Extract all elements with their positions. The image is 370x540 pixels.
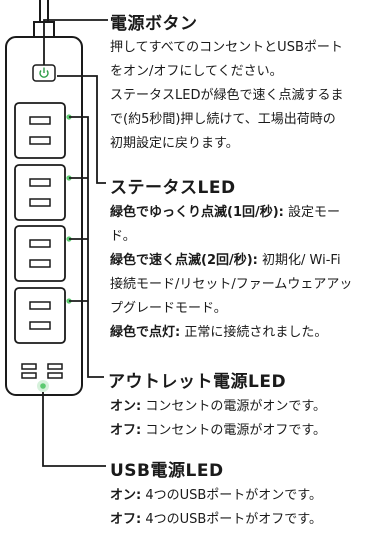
outlet-led-on-text: コンセントの電源がオンです。 <box>141 399 327 414</box>
status-led-callout-line <box>57 75 106 184</box>
outlet-led-off-text: コンセントの電源がオフです。 <box>141 423 327 438</box>
usb-led-on-line: オン: 4つのUSBポートがオンです。 <box>110 486 322 505</box>
usb-led-on-text: 4つのUSBポートがオンです。 <box>141 488 322 503</box>
usb-ports <box>21 363 63 379</box>
power-button-callout-line <box>43 19 108 65</box>
status-led-solid-line: 緑色で点灯: 正常に接続されました。 <box>110 323 327 342</box>
status-led-slow-label: 緑色でゆっくり点滅(1回/秒): <box>110 205 284 220</box>
status-led-fast-label: 緑色で速く点滅(2回/秒): <box>110 253 258 268</box>
status-led-fast-cont-2: プグレードモード。 <box>110 301 227 316</box>
status-led-fast-text: 初期化/ Wi-Fi <box>257 253 341 268</box>
power-cord <box>39 0 49 22</box>
status-led-fast-line: 緑色で速く点滅(2回/秒): 初期化/ Wi-Fi <box>110 251 341 270</box>
outlet-2 <box>14 164 66 221</box>
power-button-desc-line-2: をオン/オフにしてください。 <box>110 64 283 79</box>
status-led-fast-cont-1: 接続モード/リセット/ファームウェアアッ <box>110 277 353 292</box>
outlet-3 <box>14 225 66 282</box>
outlet-led-callout-line <box>69 116 104 378</box>
status-led-slow-text: 設定モー <box>283 205 341 220</box>
outlet-led-off-label: オフ: <box>110 423 142 438</box>
power-button-desc-line-4: で(約5秒間)押し続けて、工場出荷時の <box>110 112 336 127</box>
usb-led-off-text: 4つのUSBポートがオフです。 <box>141 512 322 527</box>
status-led-title: ステータスLED <box>110 178 236 198</box>
power-button-title: 電源ボタン <box>110 14 198 34</box>
outlet-1 <box>14 102 66 159</box>
outlet-4 <box>14 287 66 344</box>
status-led-solid-label: 緑色で点灯: <box>110 325 181 340</box>
status-led-slow-line: 緑色でゆっくり点滅(1回/秒): 設定モー <box>110 203 340 222</box>
power-button-desc-line-1: 押してすべてのコンセントとUSBポート <box>110 40 343 55</box>
outlet-led-on-label: オン: <box>110 399 142 414</box>
usb-led-off-line: オフ: 4つのUSBポートがオフです。 <box>110 510 322 529</box>
status-led-solid-text: 正常に接続されました。 <box>180 325 328 340</box>
outlet-led-title: アウトレット電源LED <box>108 372 287 392</box>
usb-led-on-label: オン: <box>110 488 142 503</box>
outlet-led-off-line: オフ: コンセントの電源がオフです。 <box>110 421 326 440</box>
power-button-desc-line-5: 初期設定に戻ります。 <box>110 136 239 151</box>
usb-led <box>40 383 46 389</box>
status-led-slow-cont: ド。 <box>110 229 136 244</box>
power-icon <box>39 67 49 78</box>
usb-led-title: USB電源LED <box>110 461 224 481</box>
outlet-led-on-line: オン: コンセントの電源がオンです。 <box>110 397 326 416</box>
usb-led-callout-line <box>42 392 106 467</box>
usb-led-off-label: オフ: <box>110 512 142 527</box>
power-button-desc-line-3: ステータスLEDが緑色で速く点滅するま <box>110 88 344 103</box>
